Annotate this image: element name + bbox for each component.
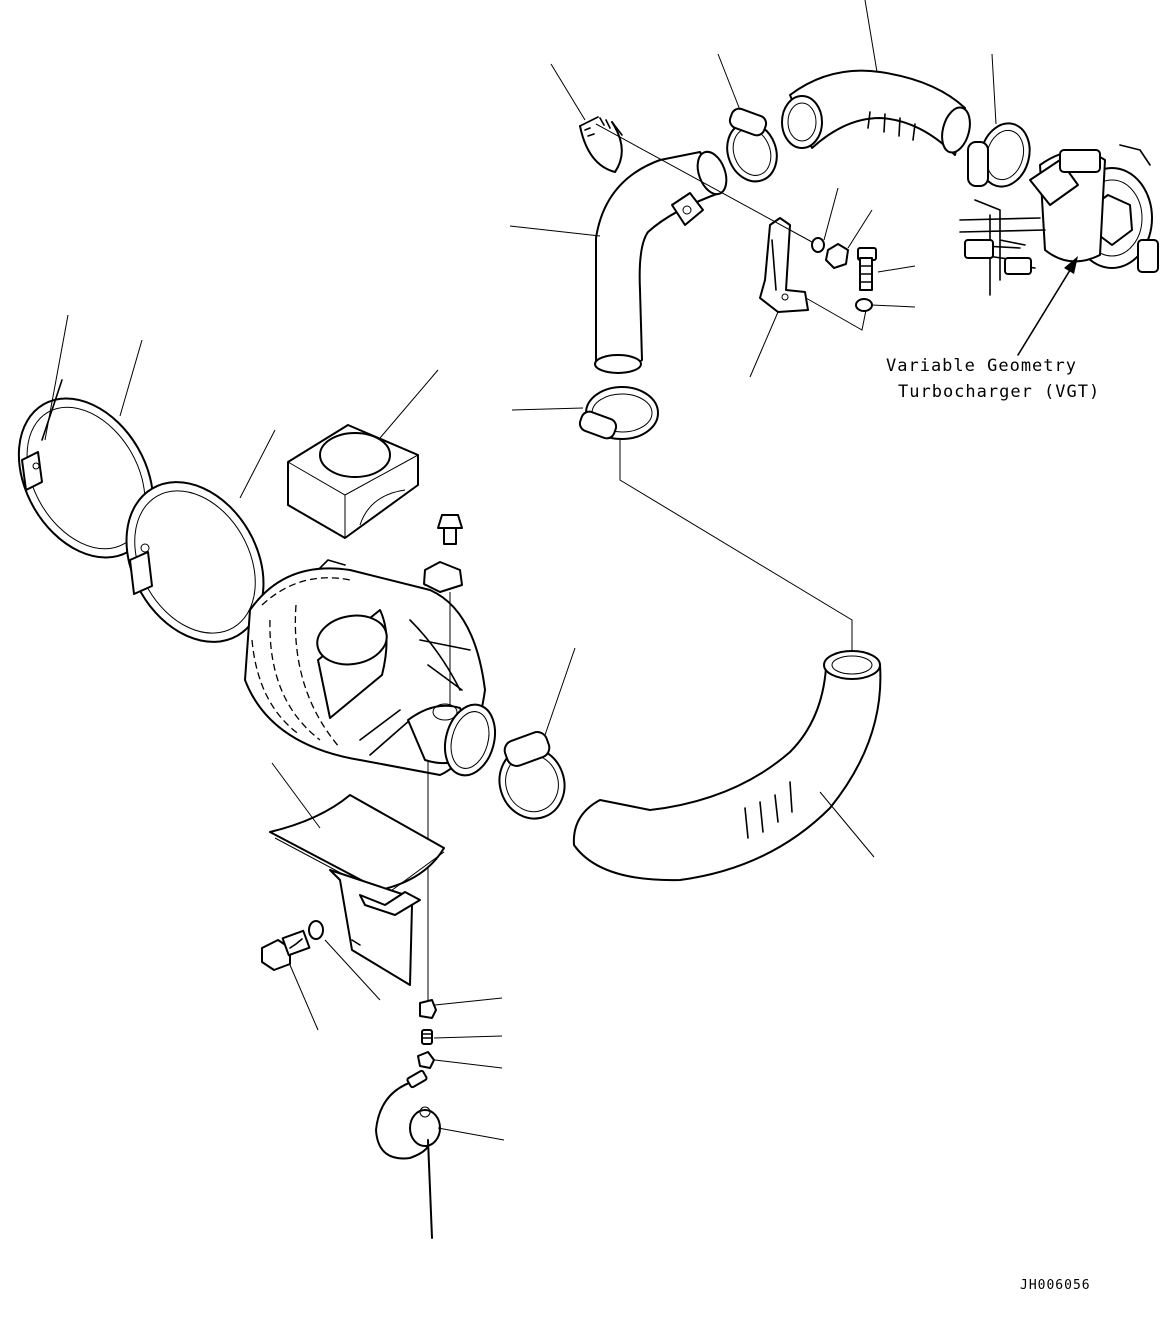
hose-clamp-top-right <box>968 118 1036 192</box>
vgt-pointer-arrow <box>1018 262 1075 355</box>
mounting-bracket <box>760 218 808 312</box>
precleaner-cover-block <box>288 425 418 538</box>
mounting-bolt <box>262 931 309 970</box>
vacuum-indicator-stack <box>424 515 462 1010</box>
u-bolt <box>580 117 622 172</box>
vgt-pointer-arrowhead <box>1064 256 1078 274</box>
air-cleaner-band-clamp-outer <box>0 374 180 581</box>
leader-lines <box>45 0 996 1140</box>
hose-clamp-middle <box>578 387 658 441</box>
bracket-hardware <box>812 238 876 311</box>
drawing-number: JH006056 <box>1020 1278 1091 1293</box>
vgt-callout-line1: Variable Geometry <box>886 356 1077 376</box>
hose-clamp-top-left <box>719 106 785 188</box>
vgt-callout-line2: Turbocharger (VGT) <box>898 382 1101 402</box>
lower-intake-hose <box>574 651 881 880</box>
turbocharger-vgt <box>960 145 1158 295</box>
sensor-fittings <box>418 1000 436 1068</box>
restriction-sensor <box>376 1070 440 1238</box>
air-cleaner-mounting-plate <box>270 795 444 985</box>
mounting-washer <box>309 921 323 939</box>
air-cleaner-housing <box>245 560 502 781</box>
hose-clamp-lower <box>490 729 575 828</box>
upper-intake-hose <box>782 71 975 156</box>
elbow-intake-pipe <box>595 148 732 373</box>
air-cleaner-band-clamp-inner <box>99 457 291 666</box>
